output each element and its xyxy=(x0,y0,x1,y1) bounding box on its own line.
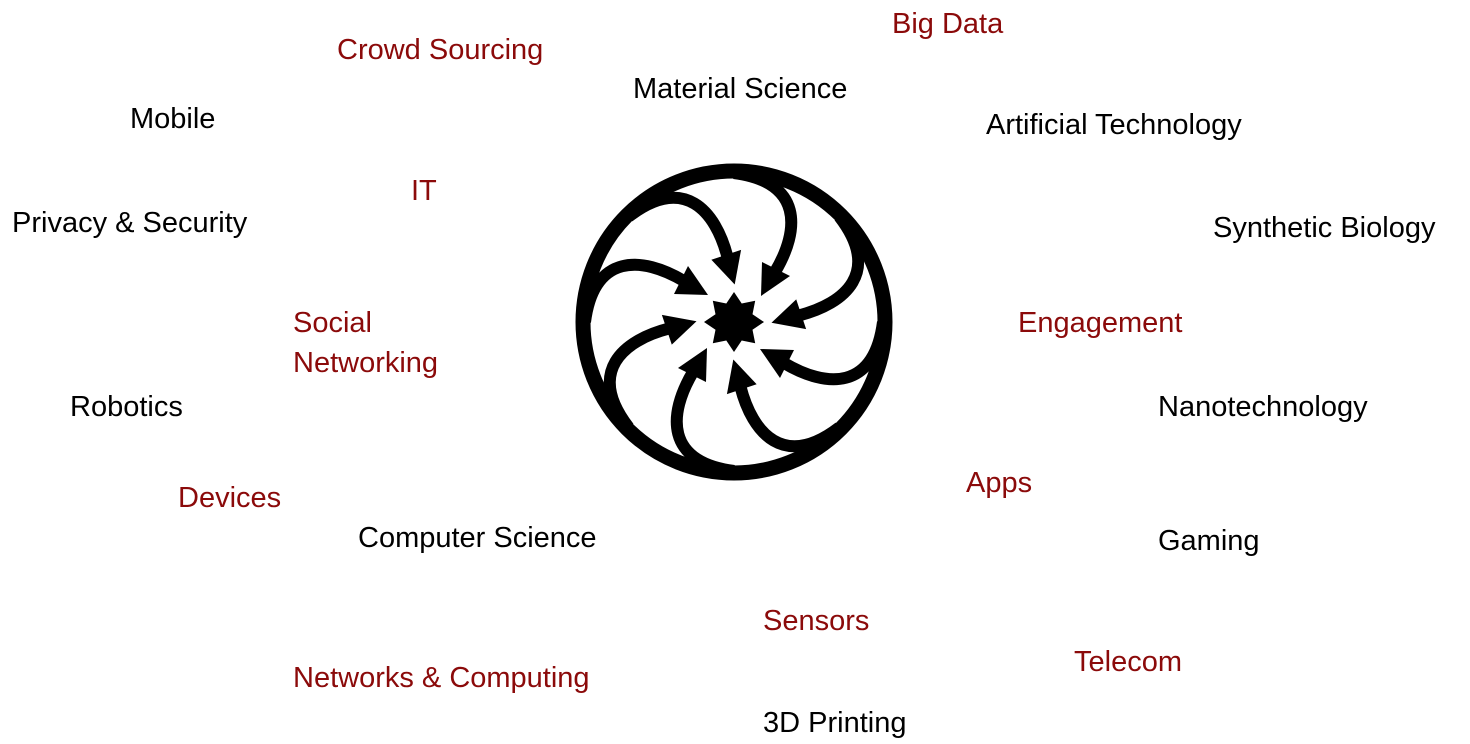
emblem-arrow xyxy=(760,321,889,386)
emblem-outer-ring xyxy=(575,163,893,481)
emblem-arrow xyxy=(771,212,865,330)
term-privacy-security: Privacy & Security xyxy=(12,207,248,239)
emblem-arrow-shaft xyxy=(603,322,672,432)
term-devices: Devices xyxy=(178,482,282,514)
term-mobile: Mobile xyxy=(130,103,216,135)
converging-arrows-circle-icon xyxy=(575,163,893,481)
term-computer-science: Computer Science xyxy=(358,522,597,554)
term-apps: Apps xyxy=(966,467,1033,499)
term-telecom: Telecom xyxy=(1074,646,1182,678)
emblem-arrow-head xyxy=(661,314,697,345)
emblem-arrow xyxy=(624,191,742,285)
emblem-arrow xyxy=(733,167,798,296)
emblem-arrow xyxy=(579,258,708,323)
term-networks-computing: Networks & Computing xyxy=(293,662,590,694)
emblem-arrow-shaft xyxy=(780,321,889,386)
emblem-arrow-head xyxy=(761,262,790,296)
emblem-arrow-shaft xyxy=(670,368,735,477)
emblem-arrow xyxy=(603,314,697,432)
emblem-arrow-head xyxy=(674,266,708,295)
term-it: IT xyxy=(411,175,437,207)
term-artificial-technology: Artificial Technology xyxy=(986,109,1242,141)
emblem-arrow-head xyxy=(760,349,794,378)
emblem-arrow-head xyxy=(711,249,742,285)
term-3d-printing: 3D Printing xyxy=(763,707,907,739)
emblem-arrow-shaft xyxy=(579,258,688,323)
emblem-arrow-shaft xyxy=(624,191,734,260)
emblem-arrow-head xyxy=(726,359,757,395)
emblem-arrow-shaft xyxy=(734,384,844,453)
term-material-science: Material Science xyxy=(633,73,848,105)
term-social-networking-line2: Networking xyxy=(293,347,439,379)
emblem-arrow-shaft xyxy=(733,167,798,276)
term-social-networking-line1: Social xyxy=(293,307,372,339)
term-engagement: Engagement xyxy=(1018,307,1183,339)
term-robotics: Robotics xyxy=(70,391,183,423)
emblem-arrow-head xyxy=(771,299,807,330)
term-synthetic-biology: Synthetic Biology xyxy=(1213,212,1436,244)
term-sensors: Sensors xyxy=(763,605,870,637)
term-gaming: Gaming xyxy=(1158,525,1260,557)
term-nanotechnology: Nanotechnology xyxy=(1158,391,1368,423)
emblem-arrow xyxy=(670,348,735,477)
term-big-data: Big Data xyxy=(892,8,1004,40)
term-social-networking: Social Networking xyxy=(293,303,438,383)
emblem-arrows xyxy=(579,167,889,477)
emblem-arrow-head xyxy=(678,348,707,382)
emblem-arrow-shaft xyxy=(796,212,865,322)
emblem-arrow xyxy=(726,359,844,453)
emblem-center-star xyxy=(704,292,764,352)
term-crowd-sourcing: Crowd Sourcing xyxy=(337,34,544,66)
